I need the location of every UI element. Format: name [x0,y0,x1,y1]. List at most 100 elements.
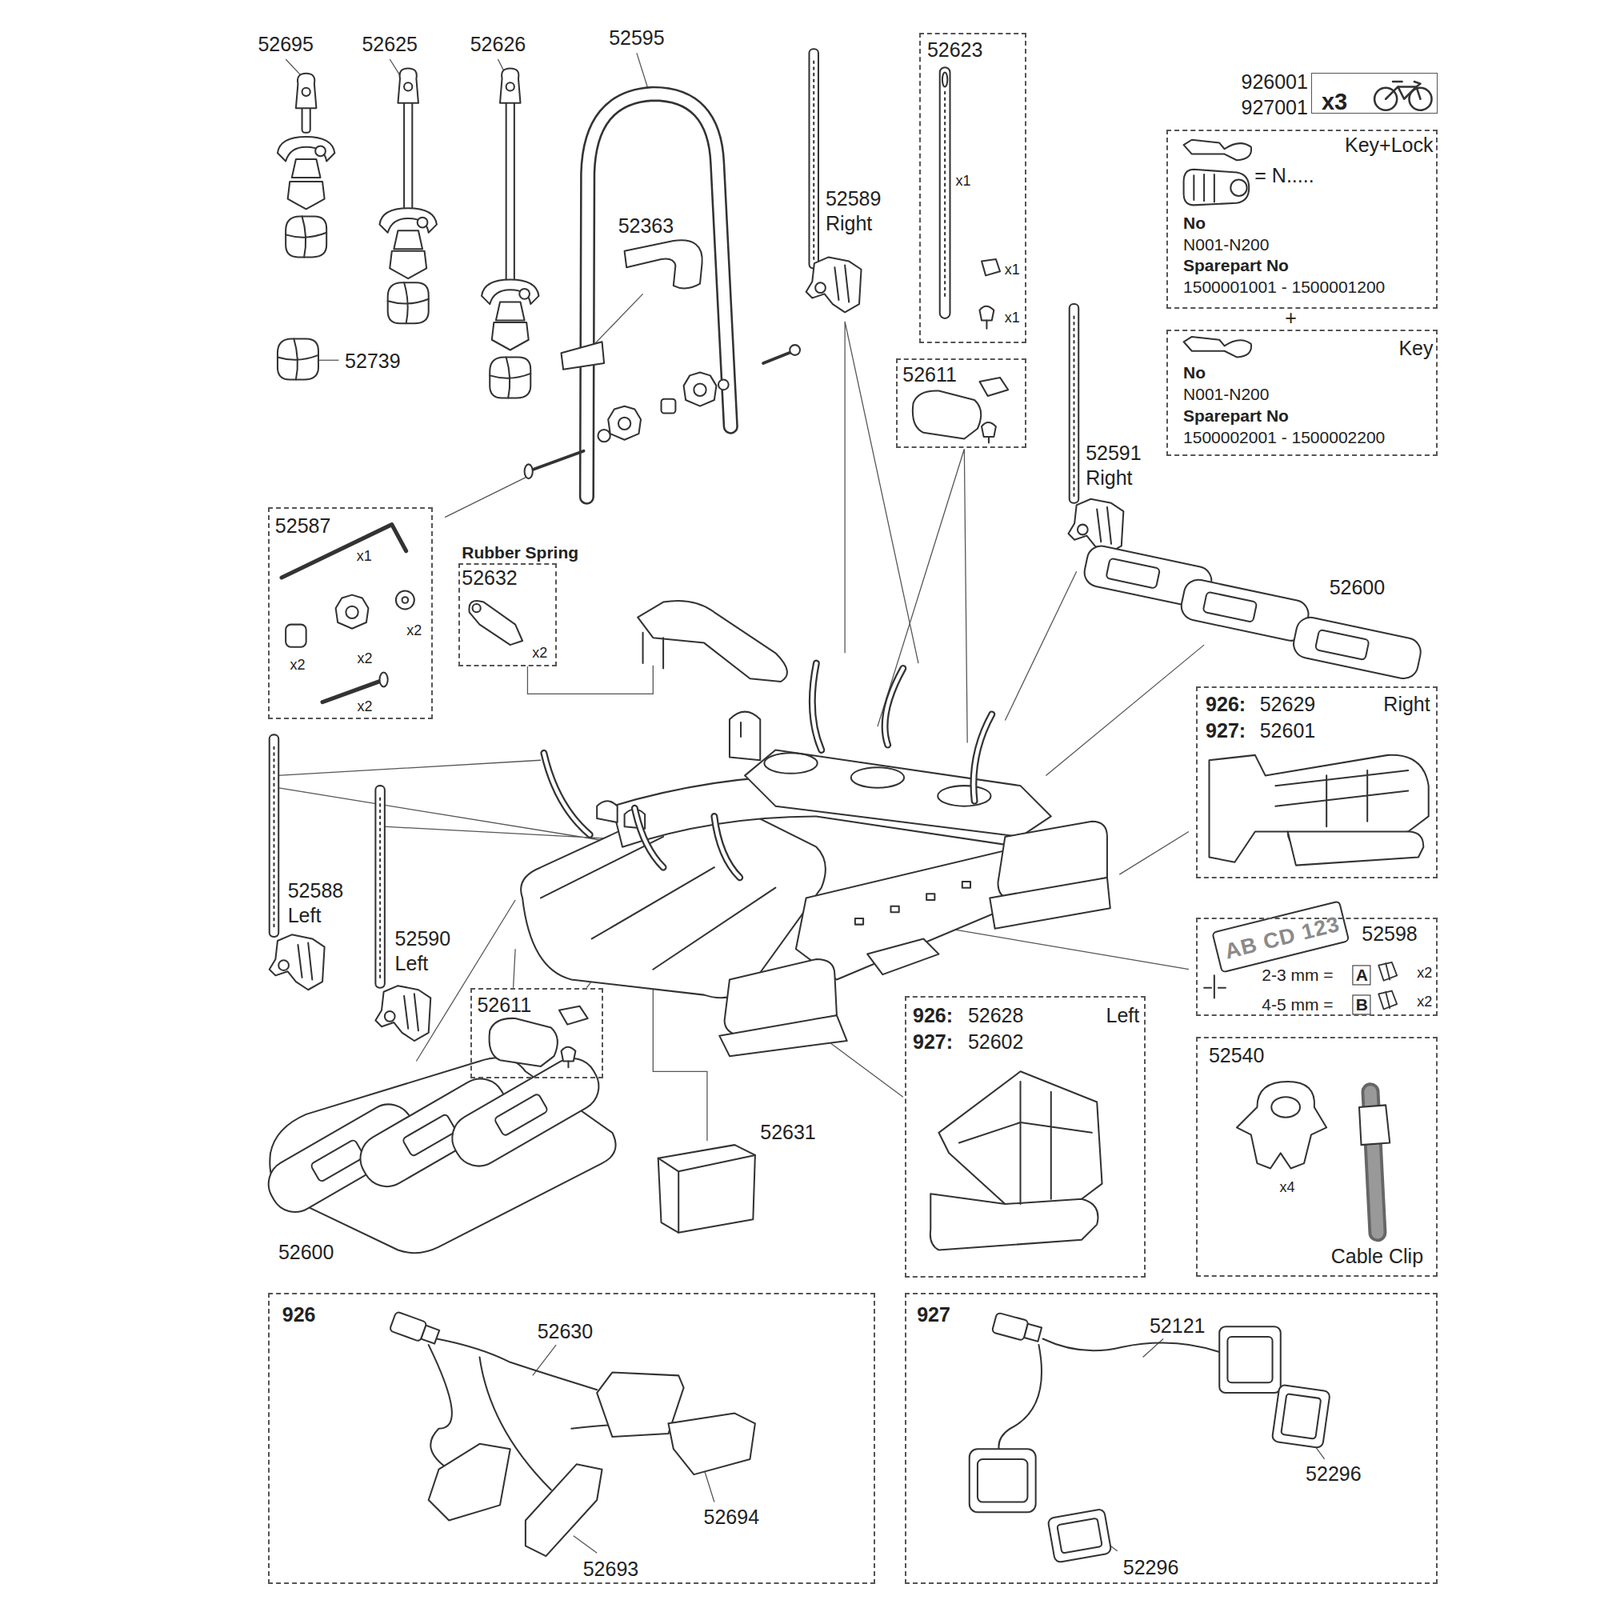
part-box: Rubber Spring52632x2 [458,563,558,667]
line-art [744,750,1052,837]
quantity-label: x2 [532,644,548,663]
line-art [1178,576,1311,644]
line-art [926,893,935,900]
callout-number: 52626 [470,32,527,57]
line-art [1184,336,1252,358]
caption-text: 926: [912,1003,953,1028]
caption-text: Left [1105,1003,1140,1028]
quantity-label: x1 [356,546,372,565]
line-art [288,181,325,209]
line-art [375,985,431,1041]
part-number: 52611 [902,362,957,388]
line-art [979,306,994,321]
caption-text: Right [1383,692,1430,717]
line-art [979,377,1008,396]
line-art [597,429,610,442]
caption-text: No [1183,212,1206,234]
quantity-label: x2 [357,697,373,716]
part-number: 52611 [476,992,532,1018]
line-art [977,1459,1028,1503]
caption-text: B [1352,994,1372,1015]
line-art [489,1018,558,1067]
quantity-label: x2 [1416,964,1432,983]
line-art [1378,991,1397,1010]
line-art [468,600,523,645]
leader-lines [652,974,708,1141]
caption-text: 4-5 mm = [1261,994,1333,1016]
line-art [396,591,415,610]
part-number: 52628 [968,1003,1024,1028]
line-art [851,767,904,788]
line-art [1280,1393,1321,1440]
line-art [740,722,742,737]
line-art [443,1049,608,1176]
quantity-box: 926001 927001x3 [1311,72,1438,114]
caption-text: 2-3 mm = [1261,964,1333,986]
part-number: 1500001001 - 1500001200 [1183,276,1385,298]
line-art [389,251,427,279]
leader-lines [636,52,649,92]
line-art [658,1144,756,1233]
leader-lines [1045,644,1204,776]
quantity-label: x1 [956,172,972,191]
line-art [940,67,951,319]
line-art [1359,1104,1390,1145]
caption-text: AB CD 123 [1221,911,1343,966]
line-art [493,1093,548,1137]
part-number: 52694 [704,1505,760,1531]
line-art [472,604,481,612]
line-art [272,747,275,932]
caption-text: No [1183,362,1206,384]
caption-text: Sparepart No [1183,255,1289,276]
line-art [586,93,731,497]
line-art [937,785,991,807]
line-art [525,1464,603,1556]
part-number: 52296 [1123,1555,1180,1580]
part-number: 52601 [1260,718,1316,744]
callout-number: 52588 Left [288,878,360,929]
line-art [1056,1518,1102,1554]
line-art [389,1311,441,1347]
line-art [285,624,307,648]
line-art [763,351,794,364]
spare-part-box: KeyNoN001-N200Sparepart No1500002001 - 1… [1166,329,1438,456]
line-art [559,1006,588,1025]
quantity-label: x1 [1004,260,1020,280]
line-art [930,1193,1099,1250]
line-art [530,451,584,471]
caption-text: N001-N200 [1183,384,1269,405]
leader-lines [1096,1338,1324,1551]
line-art [379,672,388,688]
line-art [544,663,992,878]
line-art [719,1015,847,1056]
leader-lines [285,59,507,76]
line-art [981,422,996,437]
callout-number: 52595 [608,26,665,52]
part-number: 52632 [461,565,518,591]
callout-number: 52695 [257,32,314,57]
quantity-label: x2 [1416,992,1432,1012]
caption-text: 926 [282,1302,316,1328]
line-art [637,600,788,682]
line-art [1212,900,1349,972]
part-box: 52540x4Cable Clip [1196,1036,1438,1277]
line-art [718,379,729,390]
leader-lines [527,665,653,695]
leader-lines [1119,832,1189,876]
part-number: 52602 [968,1029,1024,1055]
line-art [388,282,429,324]
line-art [375,785,384,988]
line-art [1291,615,1424,682]
line-art [1230,179,1247,196]
line-art [1288,832,1424,866]
quantity-label: x2 [289,656,305,675]
line-art [789,344,800,356]
callout-number: 52739 [344,348,401,374]
line-art [379,208,436,249]
line-art [938,1071,1102,1215]
line-art [260,48,1432,1563]
line-art [586,93,731,497]
line-art [643,632,664,669]
line-art [942,72,948,88]
